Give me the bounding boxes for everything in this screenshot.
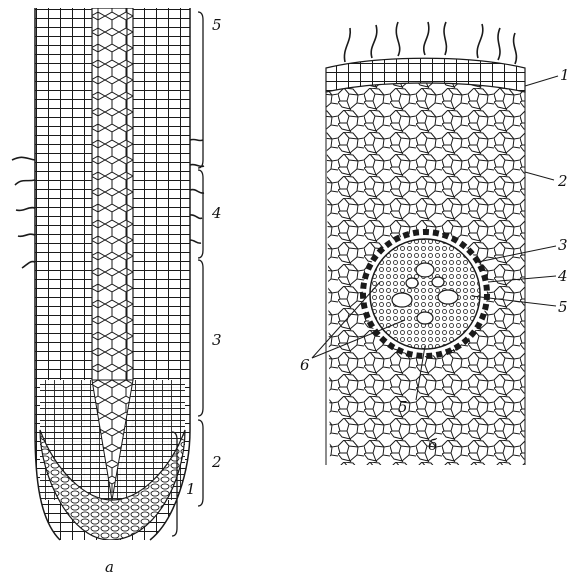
root-longitudinal-section: 5 4 3 2 1 а xyxy=(12,8,222,576)
zone-label-4: 4 xyxy=(211,204,222,222)
label-cortex: 2 xyxy=(557,172,568,190)
zone-label-5: 5 xyxy=(212,16,222,34)
zone-label-3: 3 xyxy=(212,331,222,349)
label-xylem-bottom: 5 xyxy=(398,398,408,416)
label-xylem-right: 5 xyxy=(558,298,568,316)
panel-b-caption: б xyxy=(428,436,438,454)
label-phloem: 6 xyxy=(300,356,310,374)
zone-label-1: 1 xyxy=(186,480,196,498)
root-hairs-left xyxy=(12,157,35,268)
label-epidermis: 1 xyxy=(560,66,570,84)
root-hairs-right xyxy=(190,139,204,243)
zone-label-2: 2 xyxy=(211,453,222,471)
label-pericycle: 4 xyxy=(557,267,568,285)
root-cross-section: 1 2 3 4 5 6 5 б xyxy=(300,22,570,465)
panel-a-caption: а xyxy=(105,558,114,576)
label-endodermis: 3 xyxy=(558,236,568,254)
